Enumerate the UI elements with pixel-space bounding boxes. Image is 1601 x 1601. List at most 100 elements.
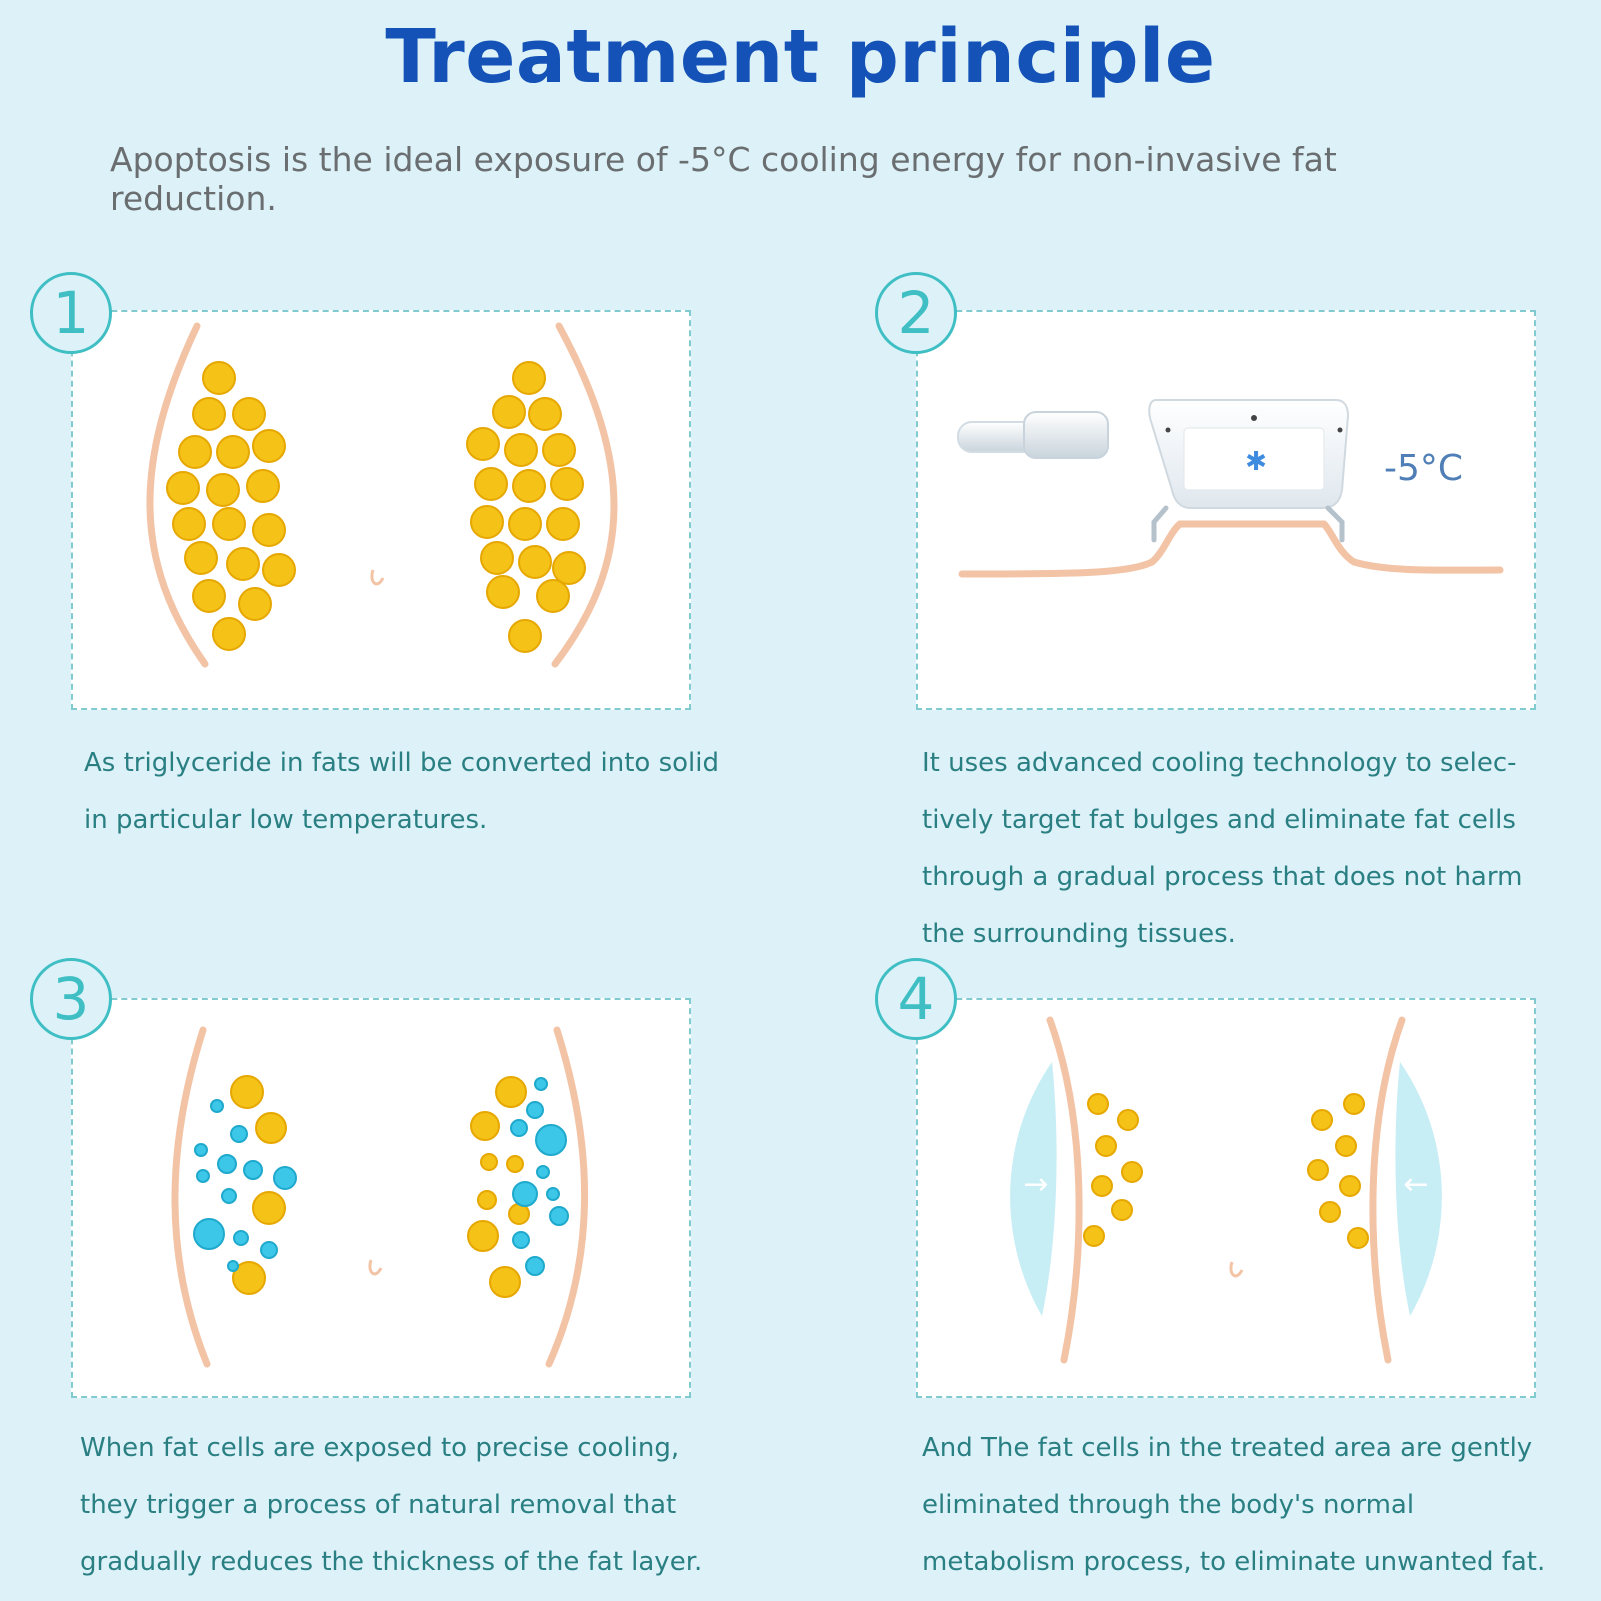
fat-cell <box>246 469 280 503</box>
fat-cell <box>1335 1135 1357 1157</box>
fat-cells-illustration <box>146 322 618 668</box>
frozen-fat-cell <box>193 1218 225 1250</box>
description-line: through a gradual process that does not … <box>922 862 1523 892</box>
skin-line-right <box>1369 1016 1406 1364</box>
fat-cell-column-left <box>1083 1093 1143 1247</box>
fat-cell <box>226 547 260 581</box>
fat-cell <box>1311 1109 1333 1131</box>
fat-cell <box>255 1112 287 1144</box>
fat-cell <box>480 541 514 575</box>
description-line: eliminated through the body's normal <box>922 1490 1415 1520</box>
frozen-fat-cells-illustration <box>171 1026 589 1368</box>
skin-line-left <box>171 1026 211 1368</box>
arrow-right-icon: → <box>1023 1167 1048 1202</box>
cell-cluster-left <box>193 1075 297 1295</box>
fat-cell <box>1111 1199 1133 1221</box>
fat-cell <box>178 435 212 469</box>
arrow-left-icon: ← <box>1403 1167 1428 1202</box>
step-2-description: It uses advanced cooling technology to s… <box>922 735 1582 963</box>
fat-cell <box>470 505 504 539</box>
step-4-description: And The fat cells in the treated area ar… <box>922 1420 1582 1591</box>
step-3-number: 3 <box>30 958 112 1040</box>
fat-cell <box>466 427 500 461</box>
frozen-fat-cell <box>549 1206 569 1226</box>
description-line: As triglyceride in fats will be converte… <box>84 748 719 778</box>
fat-cell <box>232 397 266 431</box>
description-line: gradually reduces the thickness of the f… <box>80 1547 703 1577</box>
step-1-number: 1 <box>30 272 112 354</box>
frozen-fat-cell <box>536 1165 550 1179</box>
frozen-fat-cell <box>512 1231 530 1249</box>
fat-cell <box>508 619 542 653</box>
fat-cell-column-right <box>1307 1093 1369 1249</box>
step-3-illustration <box>71 998 691 1398</box>
hose-connector <box>1023 411 1109 459</box>
step-3-description: When fat cells are exposed to precise co… <box>80 1420 740 1591</box>
fat-cell <box>1307 1159 1329 1181</box>
fat-cell <box>192 579 226 613</box>
fat-cell <box>252 1191 286 1225</box>
fat-cell <box>474 467 508 501</box>
frozen-fat-cell <box>210 1099 224 1113</box>
frozen-fat-cell <box>243 1160 263 1180</box>
fat-cell <box>1095 1135 1117 1157</box>
description-line: metabolism process, to eliminate unwante… <box>922 1547 1546 1577</box>
fat-cell <box>1083 1225 1105 1247</box>
fat-cell <box>206 473 240 507</box>
fat-cell <box>495 1076 527 1108</box>
step-1-description: As triglyceride in fats will be converte… <box>84 735 744 849</box>
description-line: in particular low temperatures. <box>84 805 488 835</box>
fat-cell <box>489 1266 521 1298</box>
navel-mark <box>368 1259 383 1276</box>
cooling-applicator-illustration: ✱ <box>957 399 1504 578</box>
cell-cluster-right <box>467 1076 569 1298</box>
subtitle-text: Apoptosis is the ideal exposure of -5°C … <box>110 140 1337 218</box>
pressure-wave-right <box>1395 1062 1442 1316</box>
fat-cell <box>232 1261 266 1295</box>
navel-mark <box>370 569 385 586</box>
frozen-fat-cell <box>217 1154 237 1174</box>
frozen-fat-cell <box>526 1101 544 1119</box>
page-title: Treatment principle <box>385 14 1216 100</box>
step-2-illustration: ✱ -5°C <box>916 310 1536 710</box>
applicator-face <box>1183 427 1325 491</box>
fat-cell <box>550 467 584 501</box>
frozen-fat-cell <box>510 1119 528 1137</box>
fat-cell-cluster-left <box>166 361 296 651</box>
fat-cell <box>166 471 200 505</box>
step-4-number: 4 <box>875 958 957 1040</box>
fat-cell <box>262 553 296 587</box>
fat-cell <box>1343 1093 1365 1115</box>
frozen-fat-cell <box>535 1124 567 1156</box>
fat-cell <box>1117 1109 1139 1131</box>
frozen-fat-cell <box>194 1143 208 1157</box>
fat-cell <box>467 1220 499 1252</box>
fat-cell <box>192 397 226 431</box>
fat-cell <box>470 1111 500 1141</box>
step-2-number: 2 <box>875 272 957 354</box>
applicator-leg-right <box>1325 505 1345 543</box>
skin-line-right <box>551 322 618 668</box>
fat-cell <box>546 507 580 541</box>
navel-mark <box>1229 1261 1244 1278</box>
fat-cell <box>1319 1201 1341 1223</box>
frozen-fat-cell <box>546 1187 560 1201</box>
frozen-fat-cell <box>512 1181 538 1207</box>
frozen-fat-cell <box>525 1256 545 1276</box>
fat-cell <box>184 541 218 575</box>
indicator-dot <box>1337 427 1343 433</box>
snowflake-icon: ✱ <box>1245 447 1267 477</box>
fat-cell <box>1347 1227 1369 1249</box>
applicator-leg-left <box>1151 505 1169 543</box>
frozen-fat-cell <box>196 1169 210 1183</box>
skin-line-left <box>146 322 209 668</box>
fat-cell <box>506 1155 524 1173</box>
frozen-fat-cell <box>534 1077 548 1091</box>
pressure-wave-left <box>1010 1062 1057 1316</box>
fat-cell <box>252 429 286 463</box>
indicator-dot <box>1165 427 1171 433</box>
skin-surface-line <box>958 520 1504 578</box>
fat-cell <box>508 507 542 541</box>
fat-cell <box>542 433 576 467</box>
fat-cell <box>512 361 546 395</box>
